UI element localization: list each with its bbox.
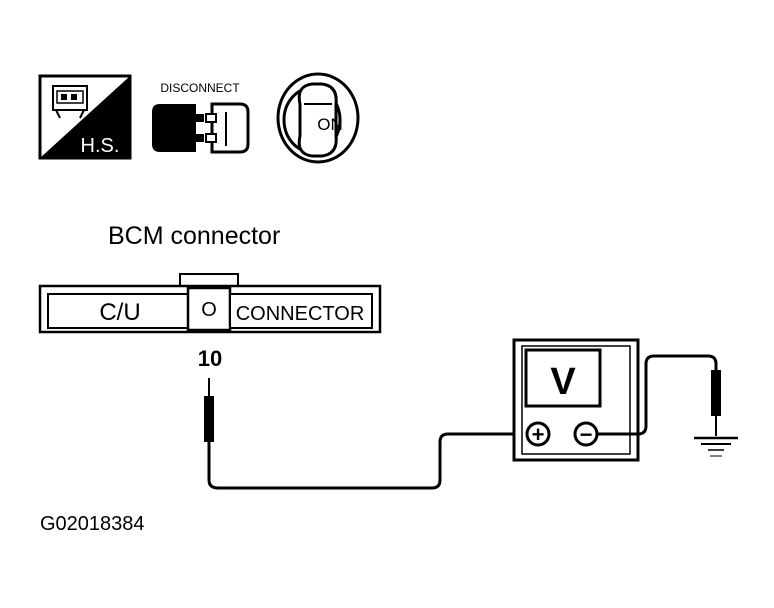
positive-lead-wire xyxy=(207,432,524,490)
figure-id: G02018384 xyxy=(40,513,145,535)
negative-terminal-symbol: − xyxy=(580,422,593,447)
connector-right-label: CONNECTOR xyxy=(236,303,365,325)
negative-lead-wire xyxy=(597,354,718,436)
connector-center-label: O xyxy=(201,299,217,321)
ignition-on-label: ON xyxy=(317,115,343,134)
terminal-number: 10 xyxy=(198,346,222,371)
harness-side-label: H.S. xyxy=(81,135,120,157)
connector-left-label: C/U xyxy=(99,299,140,326)
voltmeter-symbol: V xyxy=(550,361,576,403)
positive-probe xyxy=(204,378,214,480)
ignition-on-icon: ON xyxy=(276,72,360,164)
voltmeter: V + − xyxy=(512,338,640,462)
positive-terminal xyxy=(525,421,551,447)
disconnect-label: DISCONNECT xyxy=(160,81,240,95)
bcm-connector: C/U O CONNECTOR 10 xyxy=(38,273,382,371)
ground-probe xyxy=(711,370,721,436)
harness-side-icon: H.S. xyxy=(38,74,132,160)
disconnect-icon: DISCONNECT xyxy=(152,81,250,154)
connector-title: BCM connector xyxy=(108,222,280,250)
ground-icon xyxy=(694,436,738,457)
positive-terminal-symbol: + xyxy=(532,422,545,447)
